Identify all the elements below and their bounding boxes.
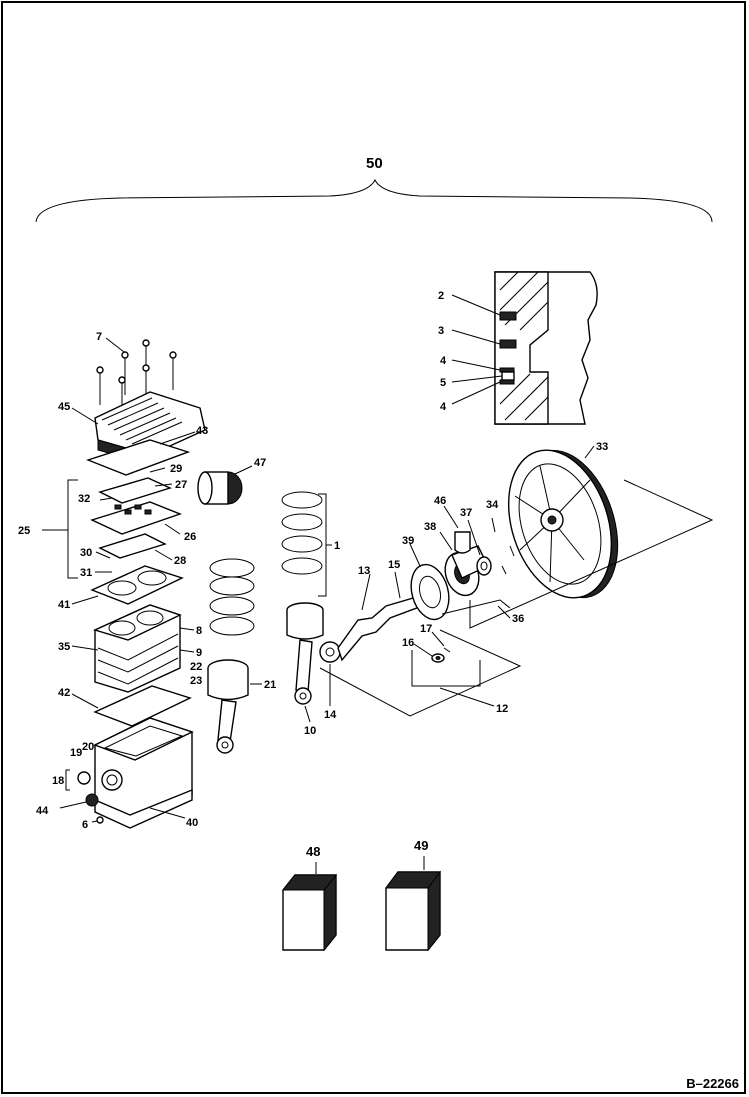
callout-6: 6 — [82, 819, 88, 831]
piston-left — [207, 659, 262, 754]
callout-21: 21 — [264, 679, 276, 691]
callout-13: 13 — [358, 565, 370, 577]
callout-28: 28 — [174, 555, 186, 567]
callout-12: 12 — [496, 703, 508, 715]
callout-7: 7 — [96, 331, 102, 343]
oil-seal-and-plug — [443, 505, 492, 576]
callout-47: 47 — [254, 457, 266, 469]
callout-37: 37 — [460, 507, 472, 519]
callout-26: 26 — [184, 531, 196, 543]
callout-1: 1 — [334, 540, 340, 552]
callout-22: 22 — [190, 661, 202, 673]
callout-15: 15 — [388, 559, 400, 571]
crankcase — [93, 717, 194, 829]
callout-20: 20 — [82, 741, 94, 753]
callout-3: 3 — [438, 325, 444, 337]
callout-10: 10 — [304, 725, 316, 737]
air-filter — [197, 465, 253, 505]
callout-36: 36 — [512, 613, 524, 625]
callout-18: 18 — [52, 775, 64, 787]
callout-29: 29 — [170, 463, 182, 475]
callout-32: 32 — [78, 493, 90, 505]
callout-44: 44 — [36, 805, 49, 817]
callout-40: 40 — [186, 817, 198, 829]
assembly-lines — [319, 479, 714, 717]
callout-45: 45 — [58, 401, 70, 413]
callout-9: 9 — [196, 647, 202, 659]
drain-plug-parts — [59, 769, 104, 824]
callout-38: 38 — [424, 521, 436, 533]
assembly-brace — [35, 178, 713, 223]
callout-49: 49 — [414, 838, 428, 853]
cylinder-gasket — [71, 565, 184, 605]
callout-14: 14 — [324, 709, 337, 721]
piston-right — [286, 602, 324, 723]
callout-5: 5 — [440, 377, 446, 389]
callout-8: 8 — [196, 625, 202, 637]
washer-and-bolt — [413, 631, 451, 663]
housing-screws — [491, 517, 515, 575]
callout-4-lower: 4 — [440, 401, 447, 413]
callout-31: 31 — [80, 567, 92, 579]
callout-35: 35 — [58, 641, 70, 653]
callout-43: 43 — [196, 425, 208, 437]
callout-34: 34 — [486, 499, 499, 511]
cylinder-block — [71, 604, 195, 693]
callout-2: 2 — [438, 290, 444, 302]
callout-41: 41 — [58, 599, 70, 611]
callout-46: 46 — [434, 495, 446, 507]
piston-rings-left — [209, 558, 255, 636]
callout-39: 39 — [402, 535, 414, 547]
callout-25: 25 — [18, 525, 30, 537]
base-gasket — [93, 685, 192, 727]
piston-rings-right — [281, 491, 332, 597]
flywheel — [507, 445, 619, 599]
filter-element-48 — [281, 862, 338, 952]
callout-17: 17 — [420, 623, 432, 635]
valve-plate-assembly — [42, 467, 183, 579]
callout-23: 23 — [190, 675, 202, 687]
filter-element-49 — [385, 856, 441, 952]
bearing-gasket — [409, 543, 450, 621]
callout-30: 30 — [80, 547, 92, 559]
callout-48: 48 — [306, 844, 320, 859]
callout-16: 16 — [402, 637, 414, 649]
head-bolts — [96, 337, 177, 410]
callout-19: 19 — [70, 747, 82, 759]
head-gasket — [85, 439, 191, 476]
drawing-reference-id: B–22266 — [686, 1076, 739, 1091]
callout-27: 27 — [175, 479, 187, 491]
callout-4-upper: 4 — [440, 355, 447, 367]
cylinder-cutaway — [451, 271, 598, 425]
callout-50: 50 — [366, 155, 383, 172]
callout-33: 33 — [596, 441, 608, 453]
callout-42: 42 — [58, 687, 70, 699]
